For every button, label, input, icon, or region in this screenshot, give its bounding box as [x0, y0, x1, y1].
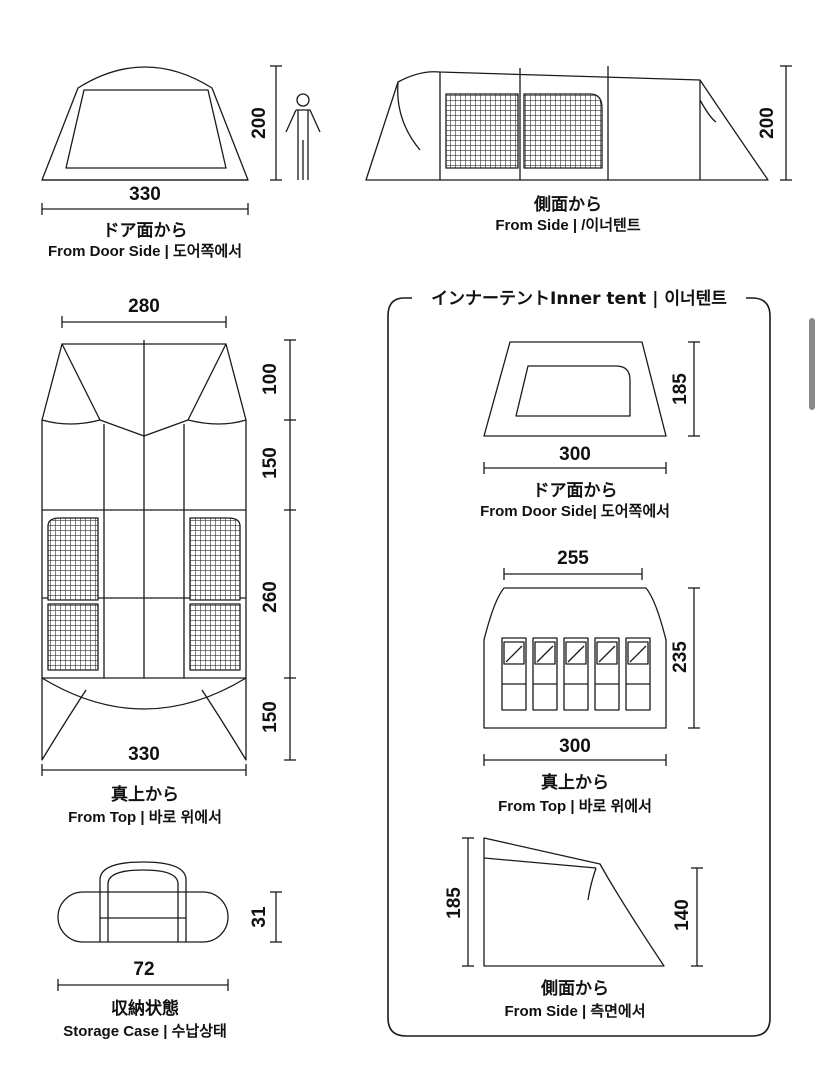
top-view-width-top-dim: [61, 316, 227, 328]
storage-title-jp: 収納状態: [111, 999, 179, 1019]
door-side-caption: From Door Side | 도어쪽에서: [47, 243, 243, 260]
door-side-tent-drawing: [41, 66, 249, 181]
inner-top-title-jp: 真上から: [541, 773, 609, 793]
top-segment-3-label: 260: [260, 581, 281, 613]
inner-top-width-top-label: 255: [557, 548, 589, 569]
door-side-title-jp: ドア面から: [102, 221, 188, 241]
top-segment-4-label: 150: [260, 701, 281, 733]
top-title-jp: 真上から: [111, 785, 179, 805]
side-view-tent-drawing: [365, 66, 769, 181]
top-width-bottom-label: 330: [128, 744, 160, 765]
inner-top-depth-label: 235: [670, 641, 691, 673]
inner-door-width-label: 300: [559, 444, 591, 465]
side-view-height-label: 200: [757, 107, 778, 139]
inner-door-height-label: 185: [670, 373, 691, 405]
top-view-tent-drawing: [41, 340, 247, 761]
top-segment-2-label: 150: [260, 447, 281, 479]
door-side-width-label: 330: [129, 184, 161, 205]
side-view-caption: From Side | /이너텐트: [495, 217, 641, 234]
inner-side-front-height-label: 185: [444, 887, 465, 919]
storage-height-dim: [270, 891, 282, 943]
inner-door-height-dim: [688, 341, 700, 437]
top-view-segment-dims: [284, 339, 296, 761]
top-view-width-bottom-dim: [41, 764, 247, 776]
door-side-height-label: 200: [249, 107, 270, 139]
vertical-scrollbar[interactable]: [809, 318, 815, 410]
top-width-top-label: 280: [128, 296, 160, 317]
storage-caption: Storage Case | 수납상태: [63, 1023, 227, 1040]
storage-length-dim: [57, 979, 229, 991]
inner-side-caption: From Side | 측면에서: [504, 1003, 646, 1020]
storage-length-label: 72: [133, 959, 155, 980]
inner-top-width-bottom-label: 300: [559, 736, 591, 757]
inner-side-drawing: [483, 837, 665, 967]
inner-side-rear-height-dim: [691, 867, 703, 967]
inner-side-rear-height-label: 140: [672, 899, 693, 931]
inner-tent-frame: [387, 297, 771, 1037]
inner-door-title-jp: ドア面から: [532, 481, 618, 501]
inner-top-width-bottom-dim: [483, 754, 667, 766]
inner-tent-header: インナーテントInner tent | 이너텐트: [414, 284, 744, 309]
inner-top-width-top-dim: [503, 568, 643, 580]
inner-side-title-jp: 側面から: [541, 979, 609, 999]
inner-top-drawing: [483, 587, 667, 729]
top-segment-1-label: 100: [260, 363, 281, 395]
sleeping-bag-icons: [501, 637, 651, 711]
top-caption: From Top | 바로 위에서: [68, 809, 222, 826]
inner-door-width-dim: [483, 462, 667, 474]
door-side-width-dim: [41, 203, 249, 215]
door-side-height-dim: [270, 65, 282, 181]
person-scale-figure: [285, 93, 321, 180]
inner-side-front-height-dim: [462, 837, 474, 967]
inner-door-caption: From Door Side| 도어쪽에서: [480, 503, 670, 520]
inner-top-caption: From Top | 바로 위에서: [498, 798, 652, 815]
storage-bag-drawing: [57, 861, 229, 943]
side-view-height-dim: [780, 65, 792, 181]
side-view-title-jp: 側面から: [534, 195, 602, 215]
inner-door-drawing: [483, 341, 667, 437]
storage-height-label: 31: [249, 906, 270, 928]
inner-top-depth-dim: [688, 587, 700, 729]
